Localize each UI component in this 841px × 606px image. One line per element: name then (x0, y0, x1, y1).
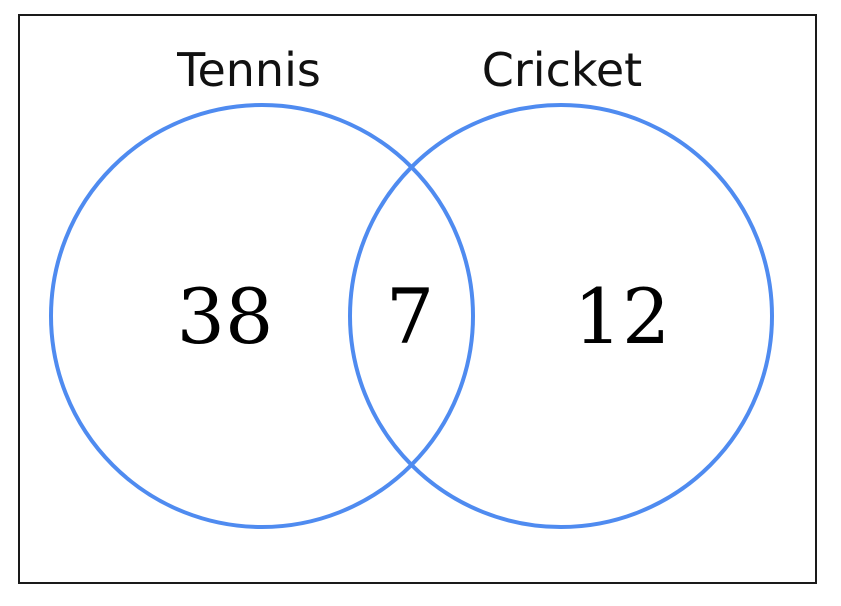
tennis-label: Tennis (176, 43, 321, 97)
tennis-circle (49, 103, 475, 529)
cricket-circle (348, 103, 774, 529)
both-count: 7 (386, 272, 434, 361)
cricket-only-count: 12 (574, 272, 671, 361)
tennis-only-count: 38 (177, 272, 274, 361)
cricket-label: Cricket (482, 43, 642, 97)
